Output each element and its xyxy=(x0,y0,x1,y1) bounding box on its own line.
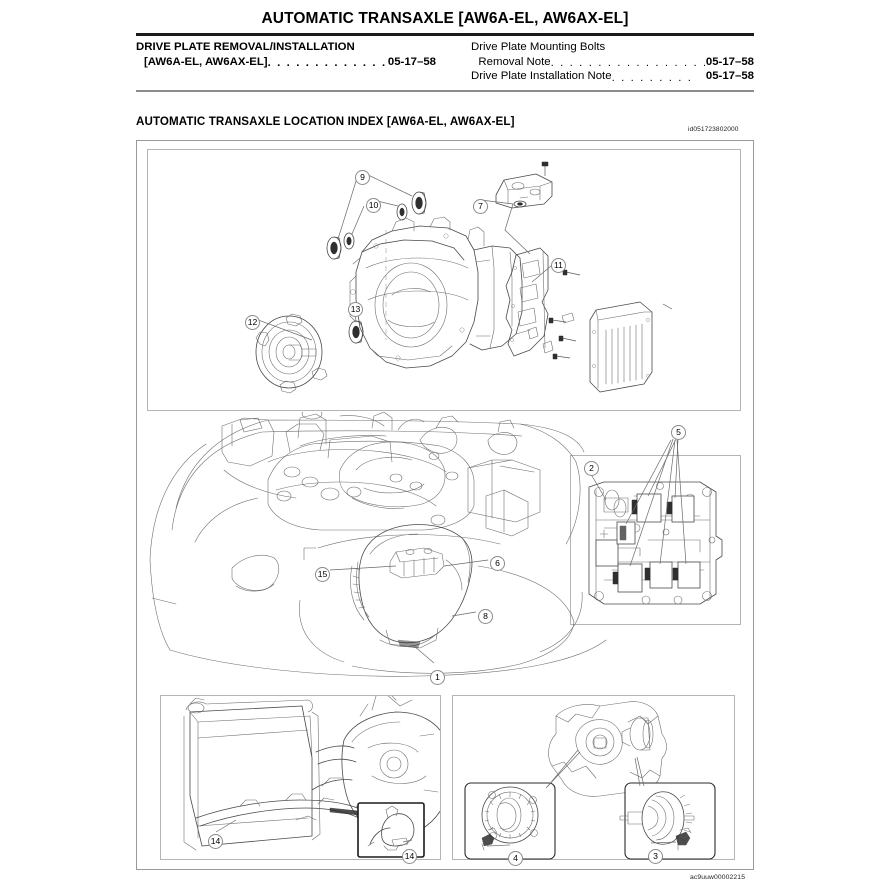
toc-entry: Removal Note . . . . . . . . . . . . . .… xyxy=(471,55,754,70)
toc-dot-leader: . . . . . . . . . . . . . xyxy=(267,57,387,70)
toc-entry-page[interactable]: 05-17–58 xyxy=(387,55,436,68)
callout-7[interactable]: 7 xyxy=(473,199,488,214)
callout-14-inset[interactable]: 14 xyxy=(402,849,417,864)
toc-entry-label: DRIVE PLATE REMOVAL/INSTALLATION xyxy=(136,41,355,53)
panel-radiator-oil-cooler xyxy=(160,695,441,860)
toc-rule-thin xyxy=(136,90,754,92)
callout-3[interactable]: 3 xyxy=(648,849,663,864)
panel-control-valve-body xyxy=(570,455,741,625)
section-id-code: id051723802000 xyxy=(688,126,739,133)
toc-entry-label: [AW6A-EL, AW6AX-EL] xyxy=(144,55,268,68)
callout-11[interactable]: 11 xyxy=(551,258,566,273)
callout-8[interactable]: 8 xyxy=(478,609,493,624)
toc-right-column: Drive Plate Mounting Bolts Removal Note … xyxy=(471,40,754,84)
panel-transaxle-exploded-view xyxy=(147,149,741,411)
toc-left-column: DRIVE PLATE REMOVAL/INSTALLATION [AW6A-E… xyxy=(136,40,436,69)
toc-entry-page[interactable]: 05-17–58 xyxy=(705,55,754,68)
toc-dot-leader: . . . . . . . . . . . . . . . . . . xyxy=(550,57,705,70)
callout-12[interactable]: 12 xyxy=(245,315,260,330)
callout-13[interactable]: 13 xyxy=(348,302,363,317)
toc-entry: Drive Plate Installation Note . . . . . … xyxy=(471,69,754,84)
toc-entry-label: Drive Plate Installation Note xyxy=(471,70,612,83)
callout-14-radiator[interactable]: 14 xyxy=(208,834,223,849)
figure-id-code: ac9uuw00002215 xyxy=(690,874,746,881)
callout-4[interactable]: 4 xyxy=(508,851,523,866)
toc-entry-page[interactable]: 05-17–58 xyxy=(705,70,754,83)
toc-entry: [AW6A-EL, AW6AX-EL] . . . . . . . . . . … xyxy=(136,55,436,70)
callout-15[interactable]: 15 xyxy=(315,567,330,582)
callout-2[interactable]: 2 xyxy=(584,461,599,476)
header-rule-thick xyxy=(136,33,754,36)
toc-entry: DRIVE PLATE REMOVAL/INSTALLATION xyxy=(136,40,436,55)
toc-entry-label: Drive Plate Mounting Bolts xyxy=(471,41,606,53)
panel-differential-components xyxy=(452,695,735,860)
callout-10[interactable]: 10 xyxy=(366,198,381,213)
callout-9[interactable]: 9 xyxy=(355,170,370,185)
section-heading: AUTOMATIC TRANSAXLE LOCATION INDEX [AW6A… xyxy=(136,115,515,128)
toc-dot-leader: . . . . . . . . . xyxy=(611,71,693,84)
page-title: AUTOMATIC TRANSAXLE [AW6A-EL, AW6AX-EL] xyxy=(261,10,629,27)
callout-5[interactable]: 5 xyxy=(671,425,686,440)
callout-6[interactable]: 6 xyxy=(490,556,505,571)
toc-entry: Drive Plate Mounting Bolts xyxy=(471,40,754,55)
toc-entry-label: Removal Note xyxy=(478,55,551,68)
callout-1[interactable]: 1 xyxy=(430,670,445,685)
table-of-contents: DRIVE PLATE REMOVAL/INSTALLATION [AW6A-E… xyxy=(136,40,754,88)
